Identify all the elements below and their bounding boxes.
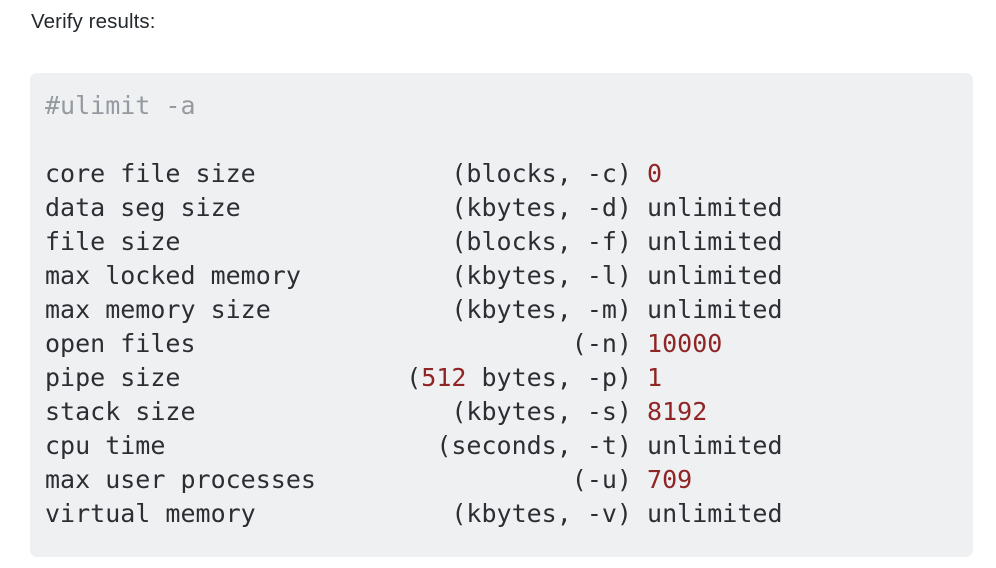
- ulimit-value: 1: [647, 363, 663, 392]
- ulimit-row: core file size (blocks, -c) 0: [45, 157, 973, 191]
- ulimit-row: open files (-n) 10000: [45, 327, 973, 361]
- ulimit-unit-flag: (kbytes, -v): [451, 499, 632, 528]
- ulimit-resource-name: max locked memory: [45, 261, 301, 290]
- code-line-command: #ulimit -a: [45, 91, 196, 120]
- ulimit-resource-name: stack size: [45, 397, 196, 426]
- page-title: Verify results:: [31, 10, 156, 33]
- code-block-content: #ulimit -a core file size (blocks, -c) 0 d…: [45, 89, 973, 531]
- ulimit-value: unlimited: [647, 295, 783, 324]
- ulimit-resource-name: pipe size: [45, 363, 181, 392]
- ulimit-row: data seg size (kbytes, -d) unlimited: [45, 191, 973, 225]
- ulimit-resource-name: file size: [45, 227, 181, 256]
- code-block: #ulimit -a core file size (blocks, -c) 0 d…: [30, 73, 973, 557]
- ulimit-value: unlimited: [647, 499, 783, 528]
- ulimit-unit-flag: (-n): [571, 329, 632, 358]
- ulimit-value: unlimited: [647, 193, 783, 222]
- ulimit-resource-name: data seg size: [45, 193, 241, 222]
- ulimit-unit-flag: (blocks, -c): [451, 159, 632, 188]
- ulimit-value: unlimited: [647, 431, 783, 460]
- ulimit-unit-number: 512: [421, 363, 467, 392]
- ulimit-unit-flag: (-u): [571, 465, 632, 494]
- ulimit-resource-name: core file size: [45, 159, 256, 188]
- ulimit-output-list: core file size (blocks, -c) 0 data seg siz…: [45, 157, 973, 531]
- ulimit-unit-flag: (blocks, -f): [451, 227, 632, 256]
- ulimit-resource-name: virtual memory: [45, 499, 256, 528]
- ulimit-row: cpu time (seconds, -t) unlimited: [45, 429, 973, 463]
- ulimit-value: unlimited: [647, 261, 783, 290]
- ulimit-unit-flag: (kbytes, -d): [451, 193, 632, 222]
- ulimit-value: unlimited: [647, 227, 783, 256]
- ulimit-value: 709: [647, 465, 693, 494]
- ulimit-unit-flag: (kbytes, -l): [451, 261, 632, 290]
- ulimit-value: 0: [647, 159, 663, 188]
- ulimit-unit-flag: (seconds, -t): [436, 431, 632, 460]
- ulimit-value: 10000: [647, 329, 723, 358]
- ulimit-row: max memory size (kbytes, -m) unlimited: [45, 293, 973, 327]
- code-line-blank: [45, 123, 973, 157]
- ulimit-unit-flag: (512 bytes, -p): [406, 363, 633, 392]
- ulimit-unit-flag: (kbytes, -m): [451, 295, 632, 324]
- ulimit-resource-name: max memory size: [45, 295, 271, 324]
- ulimit-row: max locked memory (kbytes, -l) unlimited: [45, 259, 973, 293]
- ulimit-row: virtual memory (kbytes, -v) unlimited: [45, 497, 973, 531]
- ulimit-resource-name: open files: [45, 329, 196, 358]
- ulimit-resource-name: cpu time: [45, 431, 166, 460]
- ulimit-value: 8192: [647, 397, 708, 426]
- ulimit-row: stack size (kbytes, -s) 8192: [45, 395, 973, 429]
- ulimit-resource-name: max user processes: [45, 465, 316, 494]
- ulimit-row: file size (blocks, -f) unlimited: [45, 225, 973, 259]
- ulimit-unit-flag: (kbytes, -s): [451, 397, 632, 426]
- ulimit-row: max user processes (-u) 709: [45, 463, 973, 497]
- ulimit-row: pipe size (512 bytes, -p) 1: [45, 361, 973, 395]
